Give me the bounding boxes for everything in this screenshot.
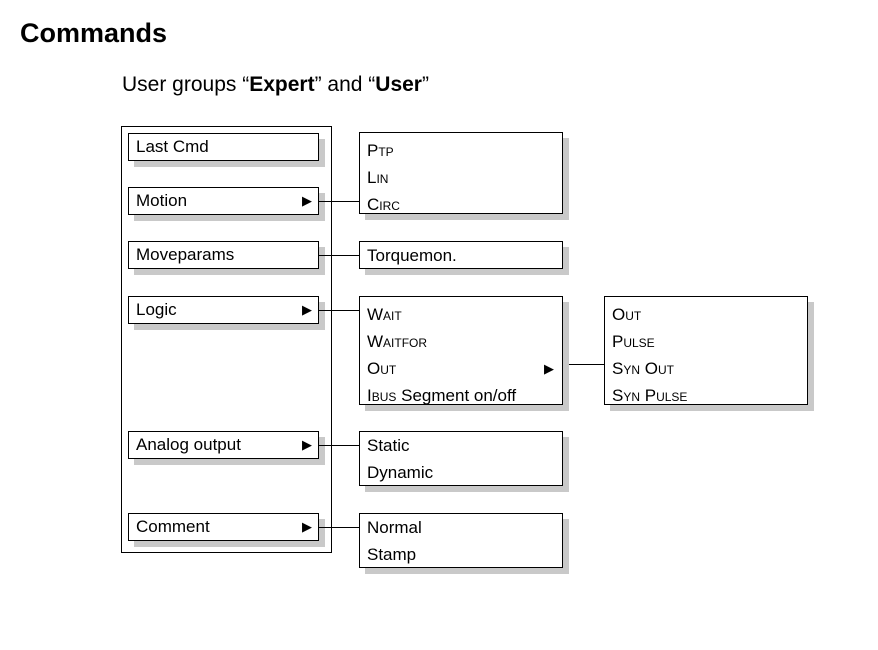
menu-item-last-cmd[interactable]: Last Cmd bbox=[128, 133, 319, 161]
submenu-arrow-icon: ▶ bbox=[302, 437, 312, 452]
submenu-out: Out Pulse Syn Out Syn Pulse bbox=[604, 296, 808, 405]
submenu-item-ptp[interactable]: Ptp bbox=[367, 141, 394, 160]
submenu-arrow-icon: ▶ bbox=[302, 193, 312, 208]
connector-moveparams bbox=[319, 255, 359, 256]
page-subtitle: User groups “Expert” and “User” bbox=[122, 73, 429, 96]
submenu-item-out[interactable]: Out▶ bbox=[367, 355, 562, 382]
submenu-arrow-icon: ▶ bbox=[544, 361, 554, 376]
submenu-item-waitfor[interactable]: Waitfor bbox=[367, 332, 428, 351]
submenu-item-out2[interactable]: Out bbox=[612, 305, 642, 324]
submenu-item-lin[interactable]: Lin bbox=[367, 168, 389, 187]
submenu-logic: Wait Waitfor Out▶ Ibus Segment on/off bbox=[359, 296, 563, 405]
submenu-item-wait[interactable]: Wait bbox=[367, 305, 402, 324]
submenu-item-static[interactable]: Static bbox=[367, 436, 410, 455]
submenu-comment: Normal Stamp bbox=[359, 513, 563, 568]
submenu-analog-output: Static Dynamic bbox=[359, 431, 563, 486]
connector-motion bbox=[319, 201, 359, 202]
menu-item-logic[interactable]: Logic ▶ bbox=[128, 296, 319, 324]
submenu-item-syn-out[interactable]: Syn Out bbox=[612, 359, 674, 378]
connector-out bbox=[562, 364, 604, 365]
submenu-item-dynamic[interactable]: Dynamic bbox=[367, 463, 434, 482]
submenu-item-syn-pulse[interactable]: Syn Pulse bbox=[612, 386, 688, 405]
menu-item-analog-output[interactable]: Analog output ▶ bbox=[128, 431, 319, 459]
connector-analog bbox=[319, 445, 359, 446]
submenu-motion: Ptp Lin Circ bbox=[359, 132, 563, 214]
group-expert: Expert bbox=[249, 73, 315, 96]
menu-item-comment[interactable]: Comment ▶ bbox=[128, 513, 319, 541]
submenu-item-circ[interactable]: Circ bbox=[367, 195, 400, 214]
submenu-item-torquemon[interactable]: Torquemon. bbox=[367, 246, 457, 265]
submenu-item-pulse[interactable]: Pulse bbox=[612, 332, 655, 351]
submenu-item-normal[interactable]: Normal bbox=[367, 518, 422, 537]
submenu-item-ibus-segment[interactable]: Ibus Segment on/off bbox=[367, 386, 517, 405]
menu-item-motion[interactable]: Motion ▶ bbox=[128, 187, 319, 215]
connector-comment bbox=[319, 527, 359, 528]
menu-item-moveparams[interactable]: Moveparams bbox=[128, 241, 319, 269]
group-user: User bbox=[375, 73, 422, 96]
submenu-item-stamp[interactable]: Stamp bbox=[367, 545, 417, 564]
submenu-moveparams: Torquemon. bbox=[359, 241, 563, 269]
connector-logic bbox=[319, 310, 359, 311]
submenu-arrow-icon: ▶ bbox=[302, 302, 312, 317]
submenu-arrow-icon: ▶ bbox=[302, 519, 312, 534]
page-title: Commands bbox=[20, 18, 168, 48]
